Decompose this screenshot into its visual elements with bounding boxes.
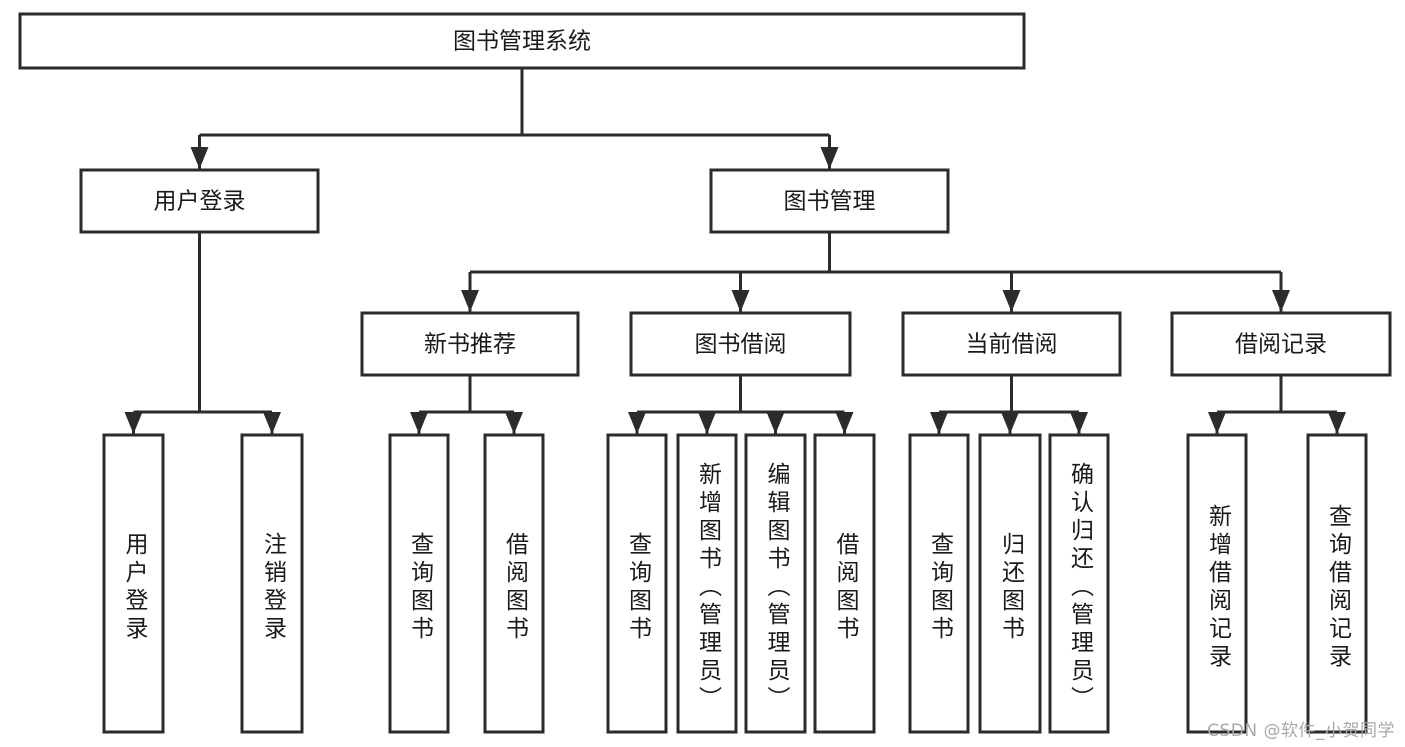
node-root-label: 图书管理系统 [453, 29, 591, 55]
node-leaf-box-1[interactable] [240, 433, 304, 734]
node-level3-label-2: 当前借阅 [966, 332, 1058, 358]
node-leaf-box-3[interactable] [483, 433, 545, 734]
node-level3-label-3: 借阅记录 [1235, 332, 1327, 358]
arrow-head-icon [1328, 412, 1346, 434]
node-leaf-box-7[interactable] [813, 433, 876, 734]
arrow-head-icon [1001, 412, 1019, 434]
node-level3-label-0: 新书推荐 [424, 332, 516, 358]
node-level3-box-3[interactable] [1170, 311, 1392, 377]
arrow-head-icon [820, 147, 839, 169]
arrow-head-icon [124, 412, 143, 434]
node-level3-box-0[interactable] [360, 311, 580, 377]
node-level2-label-1: 图书管理 [784, 189, 876, 215]
node-level2-box-1[interactable] [709, 168, 950, 234]
arrow-head-icon [461, 290, 479, 312]
node-leaf-box-8[interactable] [908, 433, 970, 734]
arrow-head-icon [731, 290, 750, 312]
arrow-head-icon [835, 412, 854, 434]
node-leaf-box-6[interactable] [744, 433, 807, 734]
node-level3-label-1: 图书借阅 [695, 332, 787, 358]
arrow-head-icon [766, 412, 785, 434]
node-root-box[interactable] [18, 12, 1026, 70]
node-leaf-box-0[interactable] [102, 433, 165, 734]
node-leaf-box-11[interactable] [1186, 433, 1248, 734]
node-level3-box-1[interactable] [629, 311, 852, 377]
connectors-layer [124, 68, 1346, 435]
arrow-head-icon [505, 412, 523, 434]
node-leaf-box-9[interactable] [978, 433, 1042, 734]
arrow-head-icon [628, 412, 646, 434]
arrow-head-icon [1002, 290, 1021, 312]
node-level2-box-0[interactable] [79, 168, 320, 234]
node-leaf-box-12[interactable] [1306, 433, 1368, 734]
arrow-head-icon [1070, 412, 1088, 434]
node-level2-label-0: 用户登录 [154, 189, 246, 215]
arrow-head-icon [1272, 290, 1290, 312]
arrow-head-icon [1208, 412, 1226, 434]
arrow-head-icon [263, 412, 281, 434]
boxes-layer [18, 12, 1392, 734]
watermark-text: CSDN @软件_小贺同学 [1207, 721, 1395, 741]
node-leaf-box-10[interactable] [1048, 433, 1110, 734]
node-leaf-box-2[interactable] [388, 433, 450, 734]
node-leaf-box-4[interactable] [606, 433, 668, 734]
arrow-head-icon [190, 147, 209, 169]
node-level3-box-2[interactable] [901, 311, 1122, 377]
arrow-head-icon [410, 412, 428, 434]
arrow-head-icon [698, 412, 716, 434]
arrow-head-icon [930, 412, 948, 434]
node-leaf-box-5[interactable] [676, 433, 738, 734]
